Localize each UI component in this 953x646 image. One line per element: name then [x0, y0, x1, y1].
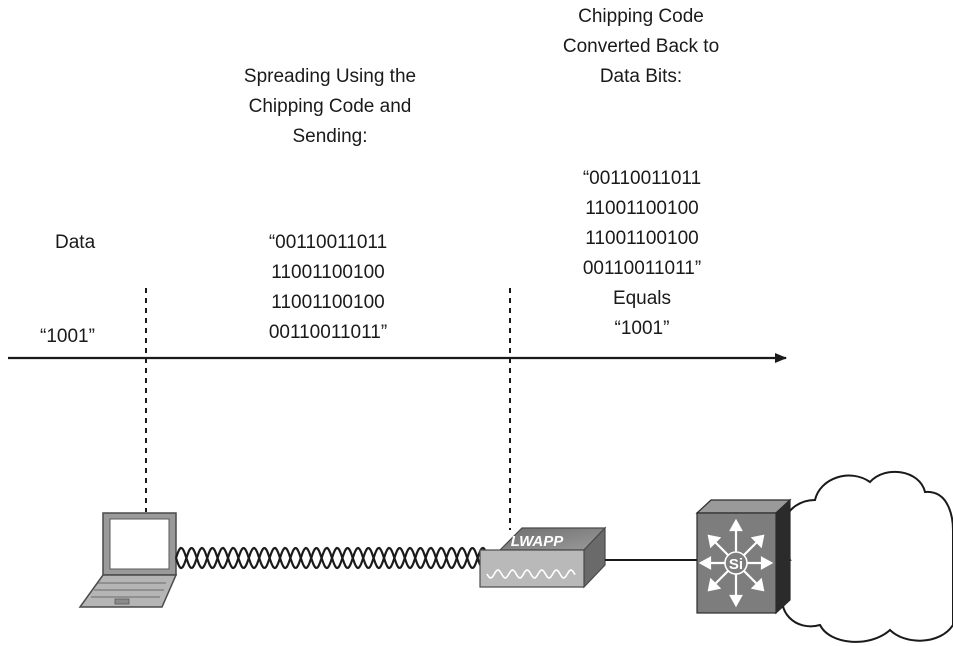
- converted-bits-line: “00110011011: [582, 168, 702, 189]
- switch-label: Si: [729, 556, 743, 573]
- equals-label: Equals: [612, 288, 672, 309]
- spreading-heading: Spreading Using the Chipping Code and Se…: [244, 62, 416, 152]
- spreading-bits-line: 00110011011”: [268, 322, 388, 343]
- converted-bits-line: 11001100100: [585, 228, 699, 249]
- converted-heading-line: Data Bits:: [599, 66, 683, 87]
- spreading-bits-line: 11001100100: [271, 262, 385, 283]
- data-heading: Data: [55, 232, 96, 253]
- converted-heading-line: Converted Back to: [562, 36, 720, 57]
- converted-bits: “00110011011 11001100100 11001100100 001…: [583, 164, 701, 344]
- converted-heading-line: Chipping Code: [578, 6, 704, 27]
- wireless-wave-icon: [174, 546, 490, 570]
- access-point-icon: LWAPP: [479, 526, 607, 589]
- converted-heading: Chipping Code Converted Back to Data Bit…: [563, 2, 719, 92]
- converted-bits-line: 00110011011”: [582, 258, 702, 279]
- spreading-heading-line: Chipping Code and: [248, 96, 412, 117]
- result-value: “1001”: [614, 318, 670, 339]
- laptop-icon: [78, 512, 178, 608]
- spreading-bits: “00110011011 11001100100 11001100100 001…: [269, 228, 387, 348]
- spreading-bits-line: 11001100100: [271, 292, 385, 313]
- cloud-icon: [774, 470, 953, 643]
- spreading-bits-line: “00110011011: [268, 232, 388, 253]
- ap-label: LWAPP: [511, 533, 565, 550]
- multilayer-switch-icon: Si: [695, 498, 792, 615]
- spreading-heading-line: Sending:: [292, 126, 368, 147]
- converted-bits-line: 11001100100: [585, 198, 699, 219]
- data-value: “1001”: [40, 326, 95, 347]
- spreading-heading-line: Spreading Using the: [243, 66, 417, 87]
